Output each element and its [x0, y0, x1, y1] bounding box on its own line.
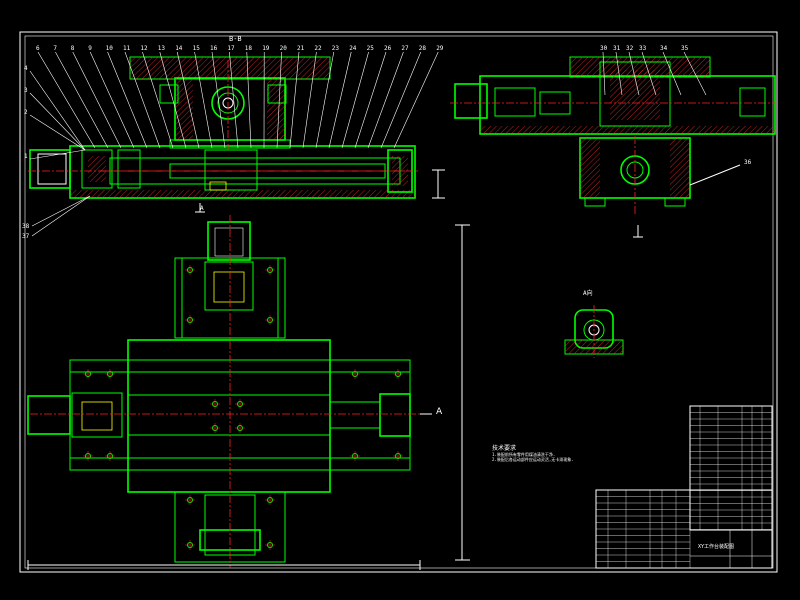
part-number-label: 16 — [210, 45, 218, 52]
leader-line — [289, 51, 300, 149]
part-number-label: 33 — [639, 45, 647, 52]
part-number-label: 15 — [193, 45, 201, 52]
part-number-36: 36 — [744, 159, 752, 166]
leader-line — [602, 51, 606, 96]
leader-line — [159, 51, 187, 149]
part-number-label: 6 — [36, 45, 40, 52]
leader-line — [29, 149, 86, 160]
technical-notes: 技术要求 1.装配前所有零件用煤油清洗干净. 2.装配后各运动部件应运动灵活,无… — [492, 444, 574, 462]
leader-line — [142, 51, 174, 149]
leader-line — [124, 51, 161, 149]
leader-line — [176, 51, 200, 149]
leader-line — [341, 51, 369, 149]
side-section-view — [450, 56, 776, 215]
leader-line — [194, 51, 213, 149]
part-number-label: 21 — [297, 45, 305, 52]
section-a-label: A — [436, 407, 443, 417]
leader-line — [276, 51, 282, 149]
part-number-label: 19 — [262, 45, 270, 52]
leader-line — [354, 51, 387, 149]
part-number-label: 13 — [158, 45, 166, 52]
section-bb-label: B-B — [229, 35, 242, 43]
leader-line — [37, 51, 96, 149]
leader-line — [29, 92, 86, 151]
leader-line — [641, 51, 657, 96]
leader-line — [302, 51, 317, 149]
leader-line — [393, 51, 439, 149]
part-number-label: 22 — [314, 45, 322, 52]
notes-line-1: 1.装配前所有零件用煤油清洗干净. — [492, 451, 555, 457]
part-number-label: 34 — [660, 45, 668, 52]
notes-heading: 技术要求 — [492, 444, 516, 452]
part-number-label: 20 — [280, 45, 288, 52]
part-number-label: 31 — [613, 45, 621, 52]
front-section-view — [28, 56, 445, 199]
part-number-label: 4 — [24, 65, 28, 72]
part-number-label: 9 — [88, 45, 92, 52]
part-number-label: 11 — [123, 45, 131, 52]
part-number-label: 24 — [349, 45, 357, 52]
part-number-label: 35 — [681, 45, 689, 52]
part-number-label: 29 — [436, 45, 444, 52]
parts-list — [689, 405, 773, 531]
part-number-label: 10 — [106, 45, 114, 52]
leader-line — [55, 51, 109, 149]
part-number-label: 12 — [140, 45, 148, 52]
side-leaders: 30 31 32 33 34 35 — [600, 45, 707, 96]
part-number-label: 7 — [53, 45, 57, 52]
part-number-label: 1 — [24, 153, 28, 160]
leader-line — [367, 51, 404, 149]
leader-line — [328, 51, 352, 149]
leader-line — [229, 51, 239, 149]
drawing-title: XY工作台装配图 — [698, 543, 734, 550]
part-number-label: 23 — [332, 45, 340, 52]
part-number-label: 14 — [175, 45, 183, 52]
title-block — [595, 489, 773, 569]
view-a-label: A向 — [583, 289, 593, 297]
part-number-label: 26 — [384, 45, 392, 52]
outer-frame — [19, 31, 778, 573]
arrow-a-label: A — [200, 205, 204, 212]
notes-line-2: 2.装配后各运动部件应运动灵活,无卡滞现象. — [492, 456, 574, 462]
part-number-label: 18 — [245, 45, 253, 52]
leader-line — [29, 114, 86, 151]
leader-line — [89, 51, 135, 149]
leader-line — [107, 51, 148, 149]
part-number-label: 25 — [367, 45, 375, 52]
part-number-label: 8 — [71, 45, 75, 52]
leader-line — [31, 195, 91, 227]
part-number-label: 17 — [227, 45, 235, 52]
plan-view — [27, 215, 470, 570]
leader-line — [380, 51, 422, 149]
part-number-label: 30 — [600, 45, 608, 52]
leader-line — [628, 51, 640, 96]
part-number-label: 32 — [626, 45, 634, 52]
part-number-label: 28 — [419, 45, 427, 52]
leader-line — [29, 70, 86, 151]
leader-line — [211, 51, 226, 149]
leader-line — [615, 51, 623, 96]
part-number-label: 38 — [22, 223, 30, 230]
leader-line — [683, 51, 707, 96]
leader-line — [662, 51, 682, 96]
leader-line — [72, 51, 122, 149]
view-a-bearing-block — [564, 305, 624, 358]
part-number-label: 27 — [401, 45, 409, 52]
leader-line — [315, 51, 335, 149]
part-number-label: 2 — [24, 109, 28, 116]
part-number-label: 3 — [24, 87, 28, 94]
leader-line — [246, 51, 252, 149]
inner-frame — [24, 35, 774, 569]
leader-line — [31, 195, 91, 237]
part-number-label: 37 — [22, 233, 30, 240]
